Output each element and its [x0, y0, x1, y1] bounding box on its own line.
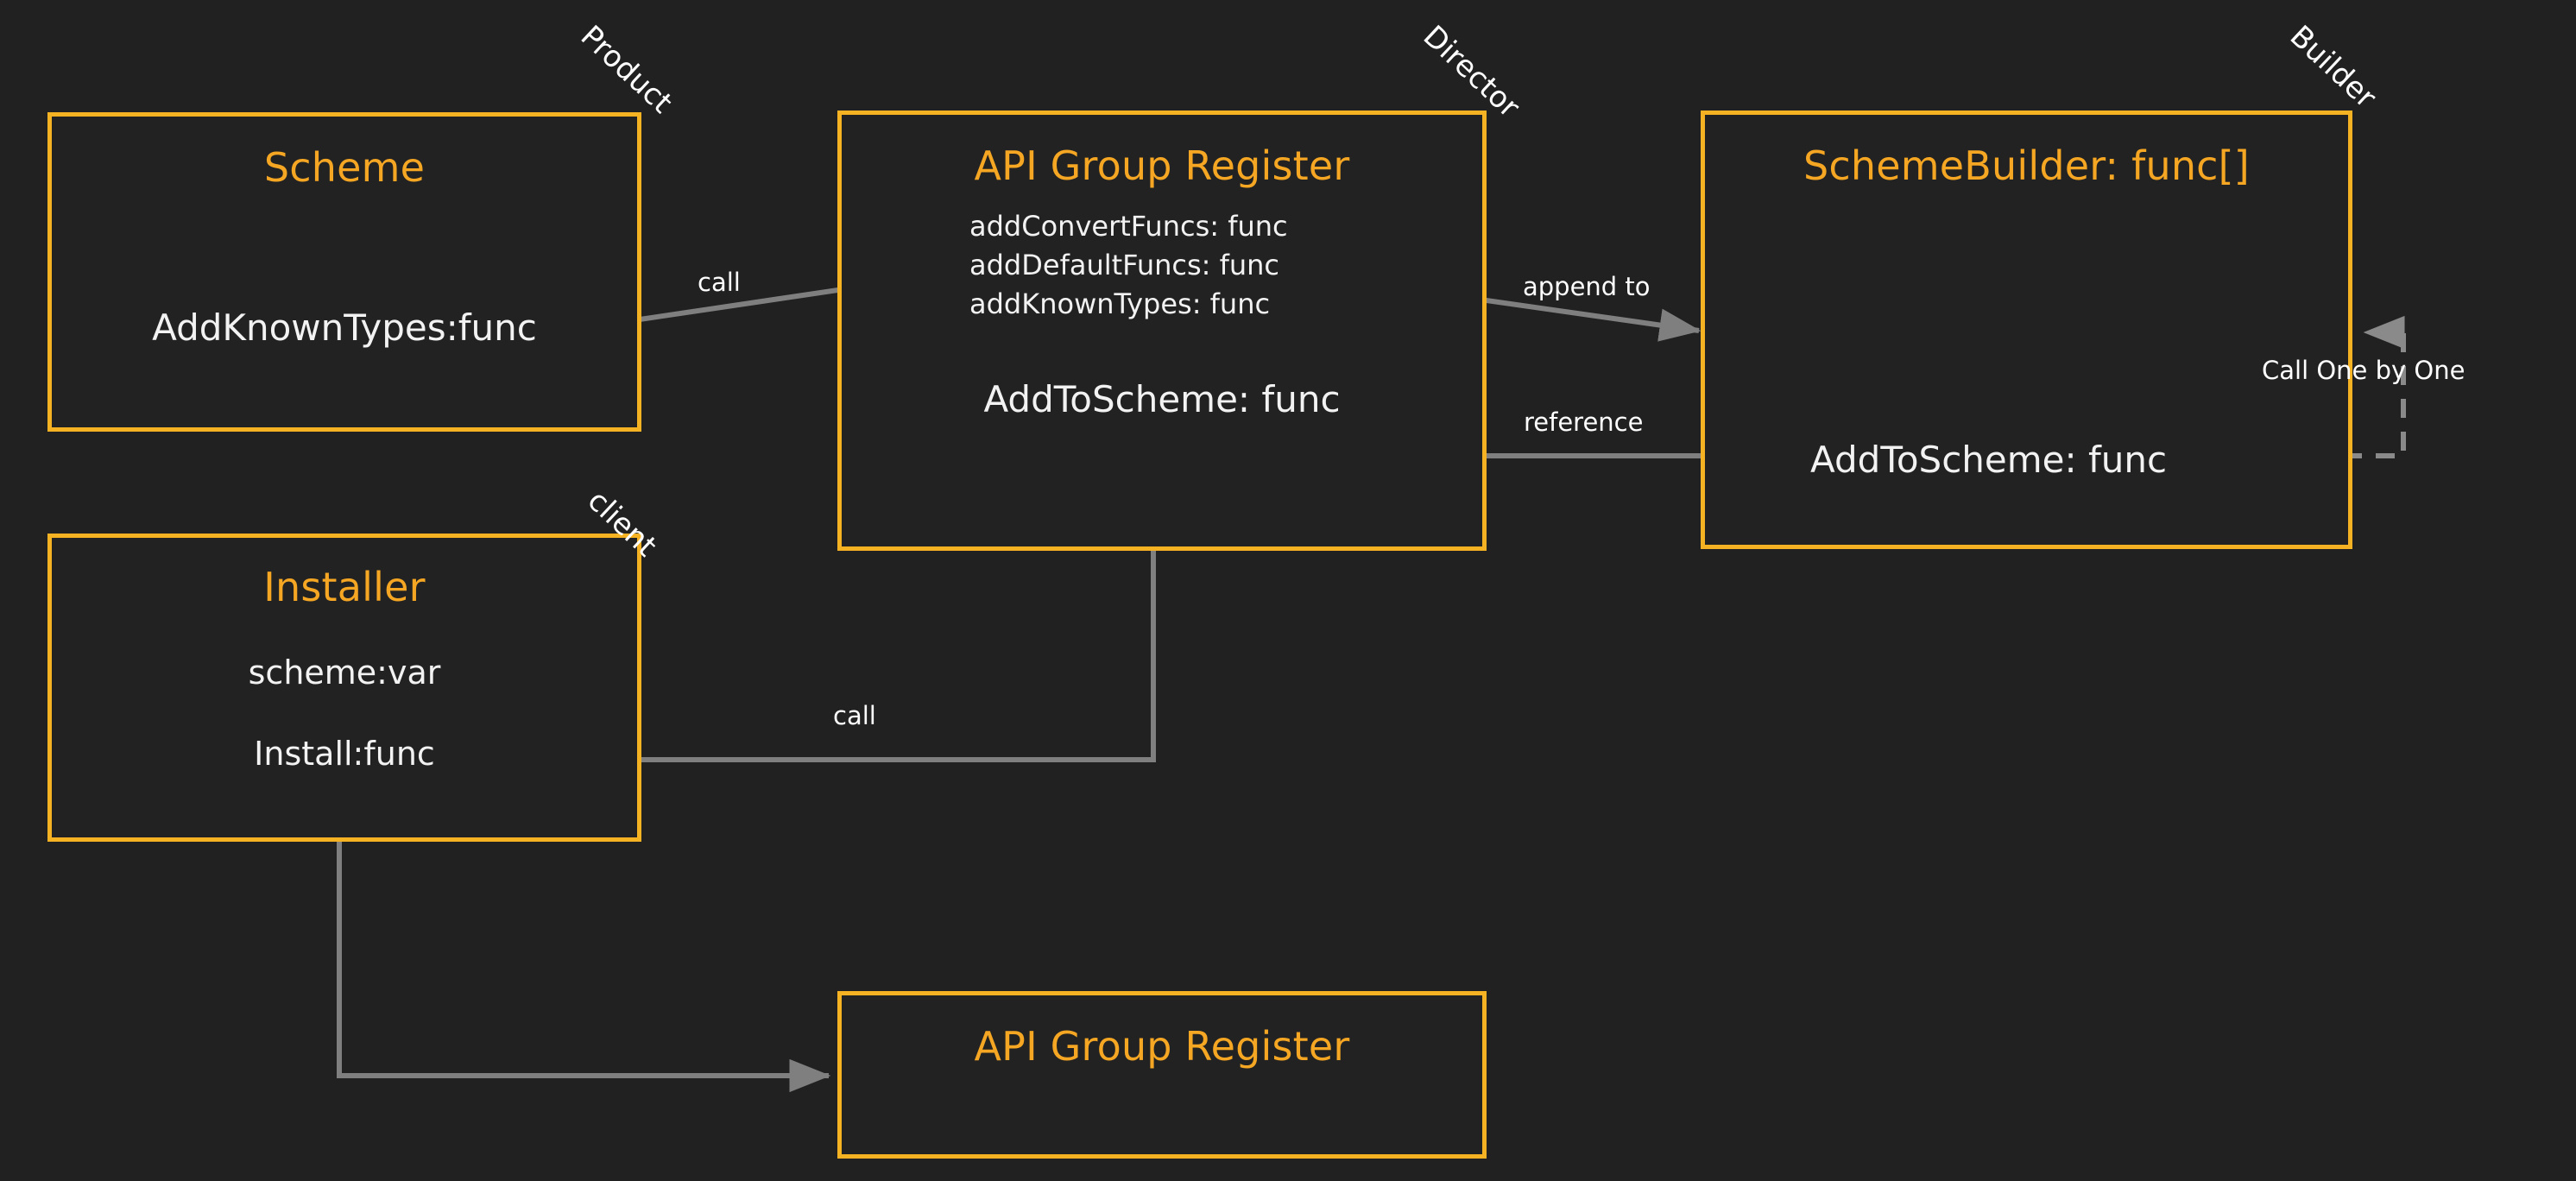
node-installer-member-scheme: scheme:var [248, 654, 441, 692]
node-api-group-register-bottom[interactable]: API Group Register [837, 991, 1487, 1159]
node-scheme-builder-title: SchemeBuilder: func[] [1803, 142, 2250, 189]
edge-label-call-one-by-one: Call One by One [2262, 356, 2466, 385]
node-api-group-register-member-addtoscheme: AddToScheme: func [983, 378, 1341, 420]
node-scheme[interactable]: Scheme AddKnownTypes:func [47, 112, 641, 432]
edge-label-append-to: append to [1523, 272, 1651, 301]
stereotype-product: Product [573, 19, 679, 121]
stereotype-director: Director [1416, 19, 1526, 125]
node-scheme-title: Scheme [263, 144, 426, 191]
edge-label-call-scheme: call [698, 268, 741, 297]
edge-label-install-call: call [833, 701, 876, 730]
node-installer[interactable]: Installer scheme:var Install:func [47, 534, 641, 842]
node-scheme-member-addknowntypes: AddKnownTypes:func [152, 306, 537, 349]
node-scheme-builder[interactable]: SchemeBuilder: func[] AddToScheme: func [1701, 111, 2352, 549]
node-installer-member-install: Install:func [254, 735, 435, 773]
node-api-group-register-title: API Group Register [974, 142, 1350, 189]
node-scheme-builder-member-addtoscheme: AddToScheme: func [1810, 439, 2168, 481]
node-api-group-register-member-addknowntypes: addKnownTypes: func [969, 287, 1271, 320]
node-installer-title: Installer [263, 564, 426, 610]
node-api-group-register-bottom-title: API Group Register [974, 1023, 1350, 1070]
stereotype-builder: Builder [2282, 19, 2383, 116]
edge-label-reference: reference [1524, 407, 1644, 437]
node-api-group-register-member-adddefaultfuncs: addDefaultFuncs: func [969, 249, 1280, 281]
node-api-group-register[interactable]: API Group Register addConvertFuncs: func… [837, 111, 1487, 551]
node-api-group-register-member-addconvertfuncs: addConvertFuncs: func [969, 210, 1288, 243]
